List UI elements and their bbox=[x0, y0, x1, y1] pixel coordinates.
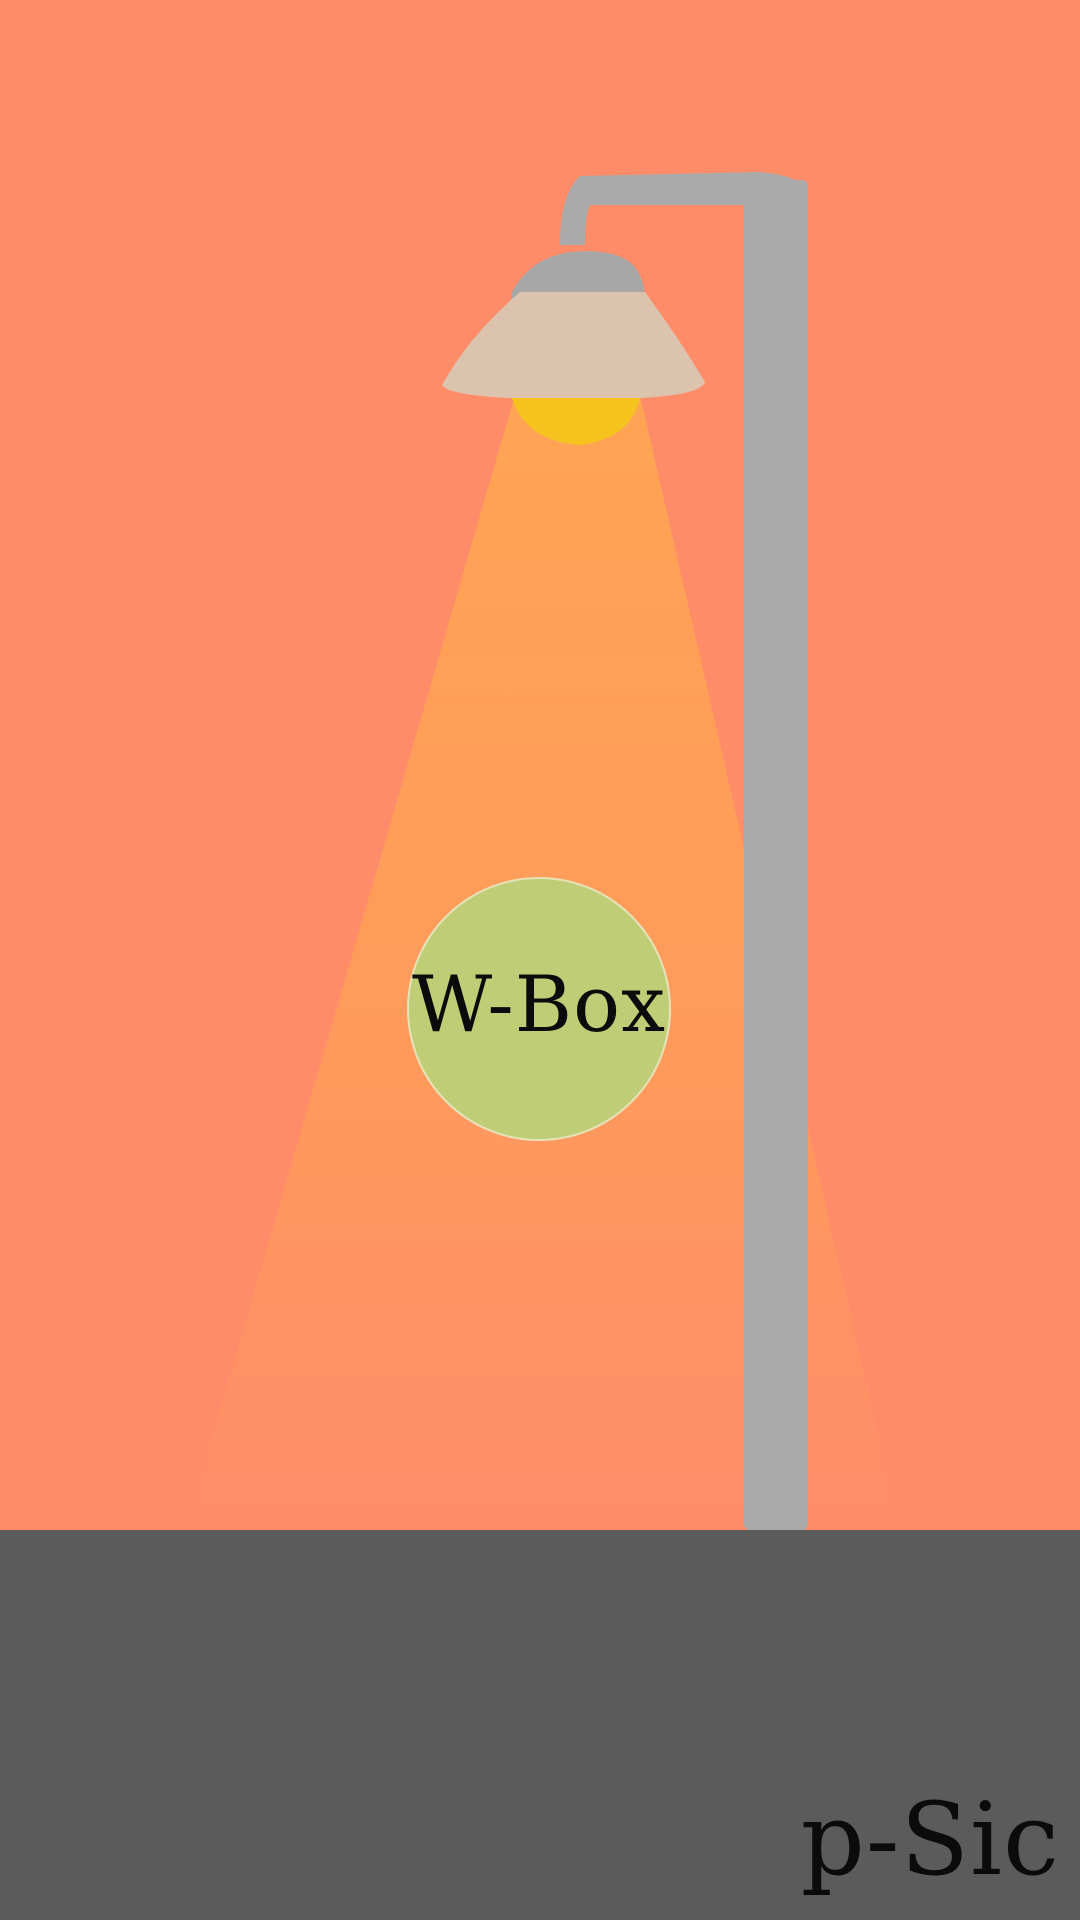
light-bulb-icon bbox=[512, 398, 640, 445]
lamp-cap bbox=[512, 251, 645, 300]
logo-circle[interactable]: W-Box bbox=[407, 877, 671, 1141]
lamp-arm bbox=[560, 172, 808, 245]
logo-text: W-Box bbox=[411, 960, 667, 1050]
lamp-pole bbox=[744, 180, 808, 1530]
street-lamp-icon bbox=[185, 172, 900, 1530]
brand-text: p-Sic bbox=[800, 1781, 1060, 1898]
lamp-shade bbox=[442, 292, 705, 398]
ground bbox=[0, 1530, 1080, 1920]
